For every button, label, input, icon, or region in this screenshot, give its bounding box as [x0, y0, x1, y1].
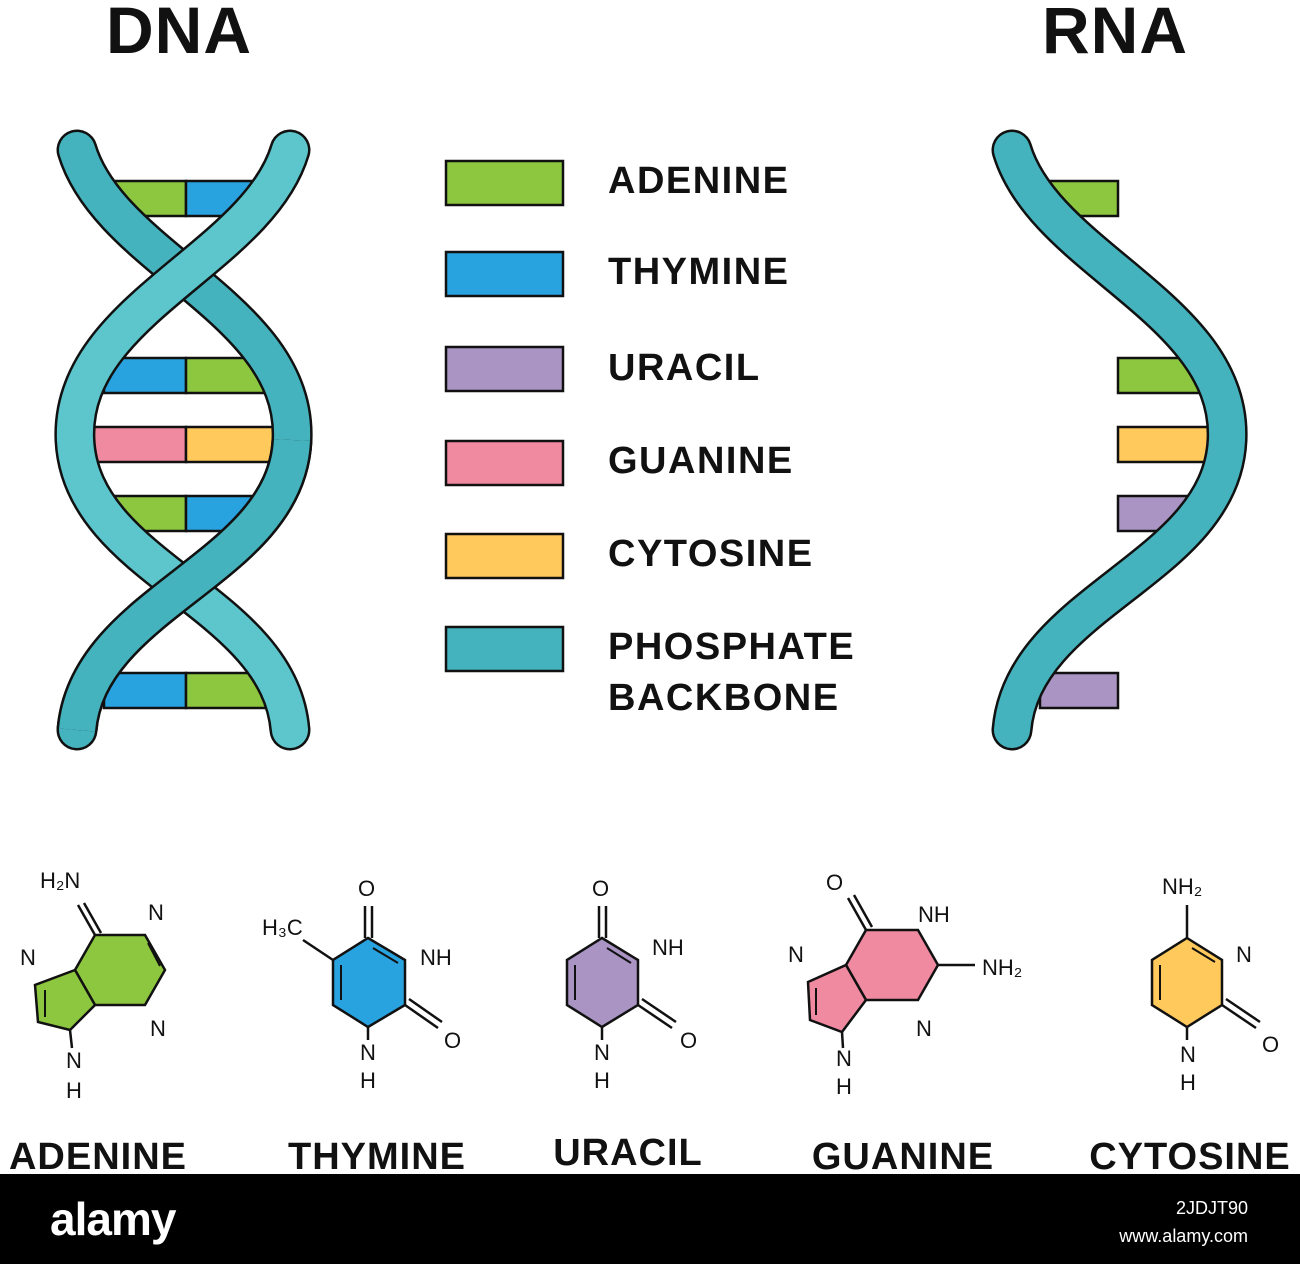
thymine-o-top-label: O: [358, 876, 375, 901]
adenine-n2-label: N: [20, 945, 36, 970]
cytosine-n-label: N: [1236, 942, 1252, 967]
uracil-nh-h-label: H: [594, 1068, 610, 1093]
uracil-nh-label: NH: [652, 935, 684, 960]
legend-swatches: [444, 159, 565, 673]
thymine-structure: H₃C O NH O N H: [262, 876, 461, 1093]
watermark-logo: alamy: [50, 1193, 176, 1245]
uracil-structure: O NH O N H: [565, 876, 697, 1093]
guanine-structure: O NH NH₂ N N N H: [788, 870, 1022, 1099]
legend-label-thymine: THYMINE: [608, 251, 790, 293]
legend-label-uracil: URACIL: [608, 347, 761, 389]
guanine-nh-h-label: H: [836, 1074, 852, 1099]
thymine-nh-n-label: N: [360, 1040, 376, 1065]
dna-strand-a-overlap: [56, 438, 313, 733]
adenine-n1-label: N: [148, 900, 164, 925]
thymine-nh-h-label: H: [360, 1068, 376, 1093]
adenine-structure: H₂N N N N N H: [20, 868, 167, 1103]
uracil-nh-n-label: N: [594, 1040, 610, 1065]
thymine-o-right-label: O: [444, 1028, 461, 1053]
dna-pair-5-thymine: [102, 671, 188, 710]
legend-swatch-cytosine: [444, 532, 565, 580]
legend-label-backbone: BACKBONE: [608, 677, 840, 719]
legend-label-adenine: ADENINE: [608, 160, 790, 202]
rna-base-cytosine: [1116, 425, 1216, 464]
rna-strand: [991, 129, 1248, 751]
guanine-o-top-label: O: [826, 870, 843, 895]
legend-label-guanine: GUANINE: [608, 440, 794, 482]
adenine-amine-label: H₂N: [40, 868, 80, 893]
adenine-name: ADENINE: [8, 1136, 188, 1178]
watermark-bar: [0, 1174, 1300, 1264]
guanine-nh-label: NH: [918, 902, 950, 927]
legend-swatch-adenine: [444, 159, 565, 207]
cytosine-nh-h-label: H: [1180, 1070, 1196, 1095]
image-id: 2JDJT90: [1175, 1198, 1248, 1218]
rna-base-uracil-2: [1038, 671, 1120, 710]
cytosine-nh-n-label: N: [1180, 1042, 1196, 1067]
uracil-name: URACIL: [553, 1132, 703, 1174]
dna-strand-b: [54, 129, 311, 751]
legend-swatch-thymine: [444, 250, 565, 298]
dna-pair-3-cytosine: [184, 425, 278, 464]
legend-swatch-backbone: [444, 625, 565, 673]
legend-label-phosphate: PHOSPHATE: [608, 626, 856, 668]
rna-title: RNA: [1042, 0, 1188, 67]
thymine-name: THYMINE: [288, 1136, 466, 1178]
guanine-nh-n-label: N: [836, 1046, 852, 1071]
legend-label-cytosine: CYTOSINE: [608, 533, 814, 575]
thymine-nh-label: NH: [420, 945, 452, 970]
cytosine-amine-label: NH₂: [1162, 874, 1202, 899]
legend-swatch-uracil: [444, 345, 565, 393]
guanine-name: GUANINE: [811, 1136, 995, 1178]
adenine-nh-n-label: N: [66, 1048, 82, 1073]
guanine-n-left-label: N: [788, 942, 804, 967]
site-url: www.alamy.com: [1119, 1226, 1248, 1246]
cytosine-structure: NH₂ N O N H: [1150, 874, 1279, 1095]
uracil-o-right-label: O: [680, 1028, 697, 1053]
legend-swatch-guanine: [444, 439, 565, 487]
uracil-o-top-label: O: [592, 876, 609, 901]
adenine-n3-label: N: [150, 1016, 166, 1041]
thymine-methyl-label: H₃C: [262, 915, 303, 940]
cytosine-o-right-label: O: [1262, 1032, 1279, 1057]
adenine-nh-h-label: H: [66, 1078, 82, 1103]
cytosine-name: CYTOSINE: [1089, 1136, 1291, 1178]
dna-pair-3-guanine: [88, 425, 188, 464]
guanine-n-right-label: N: [916, 1016, 932, 1041]
guanine-amine-label: NH₂: [982, 955, 1022, 980]
dna-title: DNA: [106, 0, 252, 67]
